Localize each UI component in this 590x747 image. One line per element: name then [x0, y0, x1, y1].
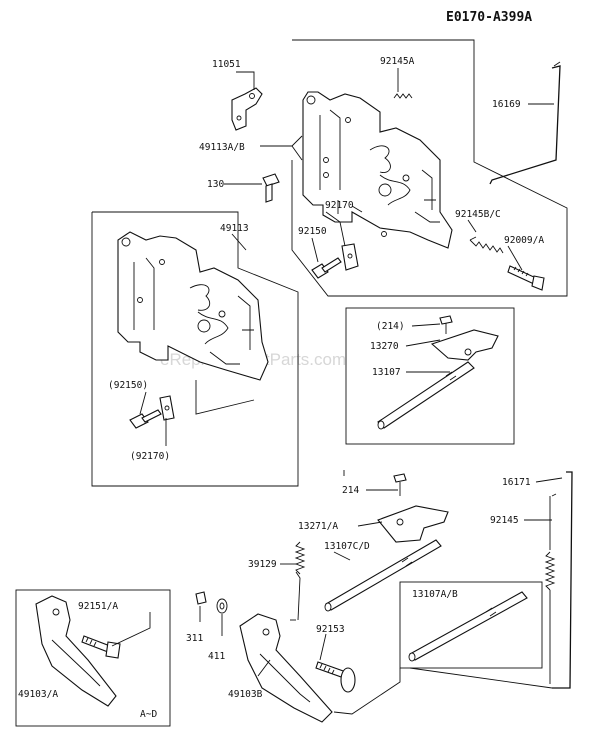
spring-39129: [294, 541, 306, 575]
label-a-d: A~D: [140, 709, 157, 720]
shaft-assembly-outline: [345, 307, 515, 445]
label-39129: 39129: [248, 559, 277, 570]
label-49113ab: 49113A/B: [199, 142, 245, 153]
rod-16169: [489, 61, 561, 185]
label-13271a: 13271/A: [298, 521, 338, 532]
label-92150-paren: (92150): [108, 380, 148, 391]
label-92151a: 92151/A: [78, 601, 118, 612]
nut-311: [195, 591, 207, 605]
control-plate-49113: [117, 231, 269, 415]
label-311: 311: [186, 633, 203, 644]
bolt-92150-left: [129, 409, 162, 429]
plate-13271a: [377, 505, 449, 543]
clip-92170-top: [341, 243, 359, 271]
label-49113: 49113: [220, 223, 249, 234]
spring-92145: [544, 496, 556, 684]
top-assembly-outline: [291, 39, 568, 297]
rod-connection-line: [333, 668, 401, 715]
bracket-11051: [231, 87, 263, 131]
spring-92145bc: [469, 236, 504, 254]
shaft-13107cd: [324, 539, 442, 612]
diagram-id: E0170-A399A: [446, 10, 532, 25]
label-92150-top: 92150: [298, 226, 327, 237]
leader-lines: [111, 68, 563, 677]
bolt-92009a: [507, 265, 545, 291]
label-92145bc: 92145B/C: [455, 209, 501, 220]
label-13107ab: 13107A/B: [412, 589, 458, 600]
shaft-13107ab-box: [399, 581, 543, 669]
pin-92153: [315, 661, 356, 693]
label-13107: 13107: [372, 367, 401, 378]
label-130: 130: [207, 179, 224, 190]
screw-214-paren: [439, 315, 453, 334]
spring-92145a: [393, 93, 413, 99]
label-16169: 16169: [492, 99, 521, 110]
label-49103b: 49103B: [228, 689, 263, 700]
label-92145: 92145: [490, 515, 519, 526]
label-411: 411: [208, 651, 225, 662]
label-92170-paren: (92170): [130, 451, 170, 462]
screw-214: [393, 473, 407, 496]
label-13270: 13270: [370, 341, 399, 352]
left-assembly-outline: [91, 211, 299, 487]
lever-box-outline: [15, 589, 171, 727]
bolt-130: [262, 173, 280, 203]
rod-lower-line: [409, 667, 553, 689]
label-214: 214: [342, 485, 359, 496]
bolt-92151a: [81, 635, 121, 659]
label-49103a: 49103/A: [18, 689, 58, 700]
bolt-92150-top: [311, 257, 342, 279]
label-16171: 16171: [502, 477, 531, 488]
label-92145a: 92145A: [380, 56, 415, 67]
clip-92170-left: [159, 395, 175, 421]
lever-49103a: [35, 595, 117, 707]
rod-16171: [551, 471, 573, 689]
label-92153: 92153: [316, 624, 345, 635]
control-plate-top: [302, 91, 453, 249]
label-92170-top: 92170: [325, 200, 354, 211]
label-92009a: 92009/A: [504, 235, 544, 246]
label-13107cd: 13107C/D: [324, 541, 370, 552]
label-11051: 11051: [212, 59, 241, 70]
label-214-paren: (214): [376, 321, 405, 332]
lever-49103b: [239, 613, 333, 723]
plate-13270: [430, 329, 499, 361]
shaft-13107: [377, 361, 475, 430]
washer-411: [216, 598, 228, 614]
